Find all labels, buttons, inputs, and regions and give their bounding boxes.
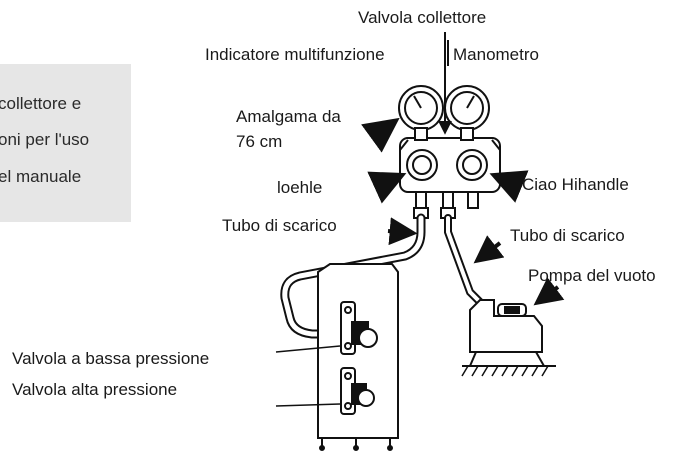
low-pressure-valve <box>340 301 378 355</box>
hose-right <box>444 214 488 310</box>
gauge-left <box>398 85 444 141</box>
note-panel: collettore e oni per l'uso el manuale <box>0 64 131 222</box>
pointers <box>275 32 565 407</box>
label-high-pressure-valve: Valvola alta pressione <box>12 380 178 399</box>
arrow-high-handle <box>489 170 529 203</box>
note-line-3: el manuale <box>0 167 82 186</box>
manifold-fittings <box>413 191 479 219</box>
arrow-vacuum-pump <box>533 277 565 306</box>
label-low-handle: loehle <box>277 178 323 197</box>
vacuum-pump <box>461 299 556 377</box>
label-amalgam-line-1: Amalgama da <box>236 107 341 126</box>
ground-hatch <box>461 365 549 377</box>
label-pressure-gauge: Manometro <box>453 45 539 64</box>
arrow-amalgam <box>361 117 400 153</box>
label-high-handle: Ciao Hihandle <box>522 175 629 194</box>
label-multifunction-gauge: Indicatore multifunzione <box>205 45 385 64</box>
label-vacuum-pump: Pompa del vuoto <box>528 266 656 285</box>
leader-low-valve <box>275 345 341 353</box>
arrow-drain-left <box>387 217 418 246</box>
label-drain-hose-right: Tubo di scarico <box>510 226 625 245</box>
arrow-low-handle <box>367 171 407 204</box>
label-low-pressure-valve: Valvola a bassa pressione <box>12 349 210 368</box>
gauge-right <box>444 85 490 141</box>
label-drain-hose-left: Tubo di scarico <box>222 216 337 235</box>
note-line-2: oni per l'uso <box>0 130 90 149</box>
high-pressure-valve <box>340 367 375 415</box>
outdoor-unit <box>317 263 399 451</box>
label-manifold-valve: Valvola collettore <box>358 8 487 27</box>
note-line-1: collettore e <box>0 94 82 113</box>
arrow-drain-right <box>473 235 505 264</box>
leader-high-valve <box>275 403 341 407</box>
manifold-body <box>399 137 501 193</box>
label-amalgam-line-2: 76 cm <box>236 132 283 151</box>
